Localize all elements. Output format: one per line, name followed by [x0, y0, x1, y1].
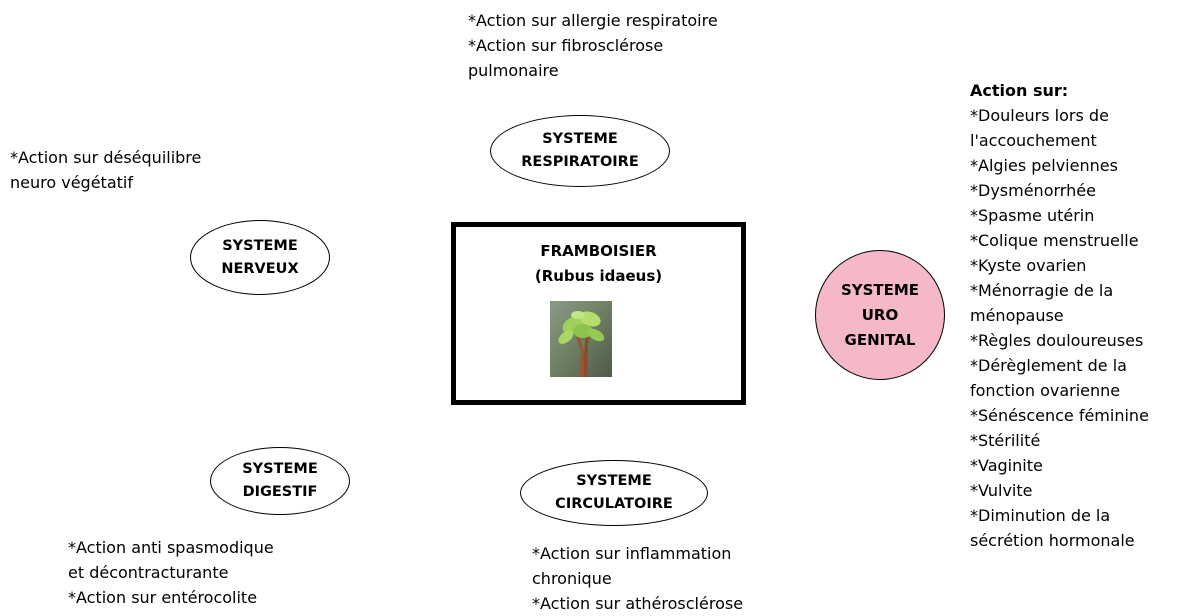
center-subtitle: (Rubus idaeus)	[534, 267, 663, 285]
system-label-line1: SYSTEME	[542, 131, 618, 147]
framboisier-box: FRAMBOISIER (Rubus idaeus)	[451, 222, 746, 405]
action-line: neuro végétatif	[10, 173, 133, 192]
system-label-line2: NERVEUX	[221, 260, 299, 277]
system-label-line2: CIRCULATOIRE	[555, 496, 673, 512]
action-line: *Action anti spasmodique	[68, 538, 274, 557]
action-line: *Douleurs lors de	[970, 106, 1109, 125]
system-label-line3: GENITAL	[844, 330, 916, 349]
system-label-line1: SYSTEME	[576, 473, 652, 489]
action-line: *Colique menstruelle	[970, 231, 1139, 250]
circulatoire-actions: *Action sur inflammation chronique *Acti…	[532, 541, 743, 616]
action-line: *Action sur allergie respiratoire	[468, 11, 718, 30]
action-line: l'accouchement	[970, 131, 1097, 150]
action-line: *Vaginite	[970, 456, 1043, 475]
actions-heading: Action sur:	[970, 81, 1069, 100]
uro-genital-actions: Action sur: *Douleurs lors de l'accouche…	[970, 78, 1149, 553]
systeme-respiratoire-ellipse: SYSTEME RESPIRATOIRE	[490, 115, 670, 187]
action-line: *Kyste ovarien	[970, 256, 1087, 275]
respiratoire-actions: *Action sur allergie respiratoire *Actio…	[468, 8, 718, 83]
systeme-circulatoire-ellipse: SYSTEME CIRCULATOIRE	[520, 460, 708, 526]
systeme-uro-genital-circle: SYSTEME URO GENITAL	[815, 250, 945, 380]
action-line: et décontracturante	[68, 563, 229, 582]
action-line: *Ménorragie de la	[970, 281, 1114, 300]
action-line: *Dérèglement de la	[970, 356, 1127, 375]
action-line: *Règles douloureuses	[970, 331, 1144, 350]
systeme-nerveux-ellipse: SYSTEME NERVEUX	[190, 220, 330, 295]
action-line: ménopause	[970, 306, 1064, 325]
system-label-line2: RESPIRATOIRE	[521, 154, 639, 170]
action-line: *Action sur inflammation	[532, 544, 732, 563]
systeme-digestif-ellipse: SYSTEME DIGESTIF	[210, 447, 350, 515]
system-label-line1: SYSTEME	[840, 280, 920, 299]
raspberry-plant-photo-icon	[550, 301, 612, 377]
action-line: *Vulvite	[970, 481, 1033, 500]
action-line: *Stérilité	[970, 431, 1041, 450]
action-line: *Dysménorrhée	[970, 181, 1096, 200]
action-line: *Action sur athérosclérose	[532, 594, 744, 613]
action-line: *Spasme utérin	[970, 206, 1095, 225]
action-line: *Action sur déséquilibre	[10, 148, 202, 167]
action-line: sécrétion hormonale	[970, 531, 1135, 550]
action-line: pulmonaire	[468, 61, 559, 80]
system-label-line2: DIGESTIF	[242, 484, 318, 500]
action-line: *Algies pelviennes	[970, 156, 1118, 175]
system-label-line1: SYSTEME	[242, 461, 318, 477]
action-line: chronique	[532, 569, 612, 588]
action-line: *Diminution de la	[970, 506, 1111, 525]
action-line: *Action sur entérocolite	[68, 588, 258, 607]
digestif-actions: *Action anti spasmodique et décontractur…	[68, 535, 274, 610]
nerveux-actions: *Action sur déséquilibre neuro végétatif	[10, 145, 201, 195]
system-label-line2: URO	[861, 305, 899, 324]
action-line: *Sénéscence féminine	[970, 406, 1149, 425]
action-line: fonction ovarienne	[970, 381, 1121, 400]
center-title: FRAMBOISIER	[540, 242, 657, 260]
action-line: *Action sur fibrosclérose	[468, 36, 664, 55]
system-label-line1: SYSTEME	[222, 237, 298, 254]
